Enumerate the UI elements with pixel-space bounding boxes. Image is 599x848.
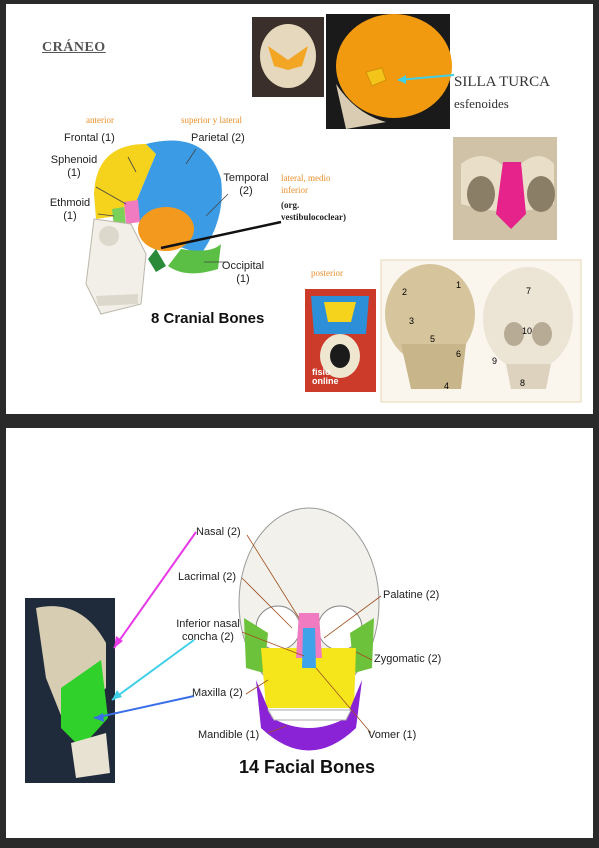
palatine-label: Palatine (2) xyxy=(383,589,440,601)
inferior-nasal-arrow xyxy=(111,639,195,701)
slide-cranial-bones: CRÁNEO SILLA TURCA esfenoides anterior s… xyxy=(6,4,593,414)
silla-turca-label: SILLA TURCA xyxy=(454,74,550,90)
slide2-graphics xyxy=(25,507,382,783)
number-marker: 6 xyxy=(456,349,462,359)
number-marker: 1 xyxy=(456,280,462,290)
lateral-medio-view-label: lateral, medio inferior xyxy=(281,173,331,195)
number-marker: 7 xyxy=(526,286,532,296)
parietal-label: Parietal (2) xyxy=(191,132,245,144)
number-marker: 3 xyxy=(409,316,415,326)
number-marker: 2 xyxy=(402,287,408,297)
number-marker: 4 xyxy=(444,381,450,391)
posterior-view-label: posterior xyxy=(311,268,343,278)
superior-lateral-view-label: superior y lateral xyxy=(181,115,242,125)
maxilla-label: Maxilla (2) xyxy=(192,687,243,699)
frontal-label: Frontal (1) xyxy=(64,132,115,144)
occipital-label: Occipital (1) xyxy=(221,260,265,285)
vestibulococlear-note: (org. vestibulococlear) xyxy=(281,200,346,222)
temporal-pointer-line xyxy=(160,220,282,250)
nasal-label: Nasal (2) xyxy=(196,526,241,538)
temporal-label: Temporal (2) xyxy=(223,172,269,197)
slide-facial-bones: Nasal (2) Lacrimal (2) Inferior nasal co… xyxy=(6,428,593,838)
facial-bones-caption: 14 Facial Bones xyxy=(239,757,376,777)
lacrimal-label: Lacrimal (2) xyxy=(178,571,237,583)
anterior-view-label: anterior xyxy=(86,115,114,125)
esfenoides-label: esfenoides xyxy=(454,96,509,111)
nasal-arrow xyxy=(113,531,197,649)
slide1-graphics xyxy=(85,14,582,403)
sphenoid-label: Sphenoid (1) xyxy=(50,154,98,179)
silla-turca-arrow xyxy=(397,74,455,81)
facial-skull-diagram xyxy=(238,507,380,751)
ethmoid-label: Ethmoid (1) xyxy=(49,197,91,222)
number-marker: 5 xyxy=(430,334,436,344)
number-marker: 8 xyxy=(520,378,526,388)
vomer-label: Vomer (1) xyxy=(368,729,417,741)
inferior-nasal-concha-label: Inferior nasal concha (2) xyxy=(176,618,240,643)
cranial-bones-caption: 8 Cranial Bones xyxy=(151,310,265,327)
cranial-skull-diagram xyxy=(85,140,222,315)
fisio-online-logo: fisio online xyxy=(312,367,339,386)
number-marker: 9 xyxy=(492,356,498,366)
mandible-label: Mandible (1) xyxy=(198,729,260,741)
number-marker: 10 xyxy=(522,326,533,336)
slide-title: CRÁNEO xyxy=(42,40,106,55)
maxilla-arrow xyxy=(93,695,195,719)
zygomatic-label: Zygomatic (2) xyxy=(374,653,442,665)
